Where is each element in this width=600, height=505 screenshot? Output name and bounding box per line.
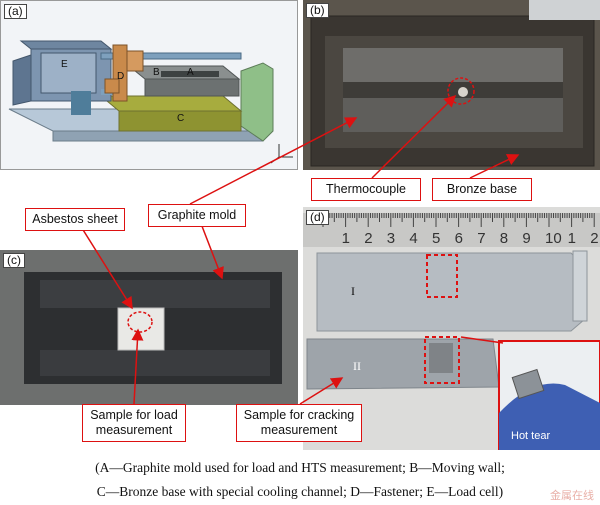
callout-sample-load-line2: measurement <box>95 423 173 437</box>
ruler-number: 6 <box>455 230 463 247</box>
ruler-number: 9 <box>522 230 530 247</box>
callout-thermocouple: Thermocouple <box>311 178 421 201</box>
panel-a-label: (a) <box>4 4 27 19</box>
ruler-number: 1 <box>568 230 576 247</box>
ruler-number: 8 <box>500 230 508 247</box>
watermark: 金属在线 <box>550 489 594 502</box>
ruler-number: 2 <box>364 230 372 247</box>
panel-b-label: (b) <box>306 3 329 18</box>
bronze-base-image <box>303 0 600 170</box>
figure-caption-line2: C—Bronze base with special cooling chann… <box>96 484 504 499</box>
ruler-number: 3 <box>387 230 395 247</box>
callout-sample-cracking: Sample for cracking measurement <box>236 404 362 442</box>
part-label-C: C <box>177 113 184 124</box>
callout-sample-load: Sample for load measurement <box>82 404 186 442</box>
panel-b-bronze-base-photo: (b) <box>303 0 600 170</box>
panel-a-cad-model: (a) A B C D E <box>0 0 298 170</box>
callout-bronze-base: Bronze base <box>432 178 532 201</box>
callout-sample-cracking-line1: Sample for cracking <box>243 408 355 422</box>
part-label-B: B <box>153 67 160 78</box>
panel-c-label: (c) <box>3 253 25 268</box>
axis-triad-icon <box>270 144 293 164</box>
cad-model-drawing: A B C D E <box>8 40 293 164</box>
ruler-number: 7 <box>477 230 485 247</box>
sample-I-label: I <box>351 284 355 298</box>
ruler-number: 10 <box>545 230 562 247</box>
hot-tear-label: Hot tear <box>511 430 550 442</box>
callout-graphite-mold: Graphite mold <box>148 204 246 227</box>
part-label-D: D <box>117 71 124 82</box>
figure-caption-line1: (A—Graphite mold used for load and HTS m… <box>95 460 505 475</box>
callout-asbestos-sheet: Asbestos sheet <box>25 208 125 231</box>
graphite-mold-image <box>0 250 298 405</box>
panel-c-graphite-mold-photo: (c) <box>0 250 298 405</box>
callout-sample-cracking-line2: measurement <box>260 423 338 437</box>
ruler-number: 4 <box>409 230 417 247</box>
panel-d-label: (d) <box>306 210 329 225</box>
ruler-number: 2 <box>590 230 598 247</box>
part-label-E: E <box>61 59 68 70</box>
sample-II-label: II <box>353 359 361 373</box>
ruler-number: 1 <box>342 230 350 247</box>
callout-sample-load-line1: Sample for load <box>90 408 178 422</box>
part-label-A: A <box>187 67 194 78</box>
ruler-number: 5 <box>432 230 440 247</box>
